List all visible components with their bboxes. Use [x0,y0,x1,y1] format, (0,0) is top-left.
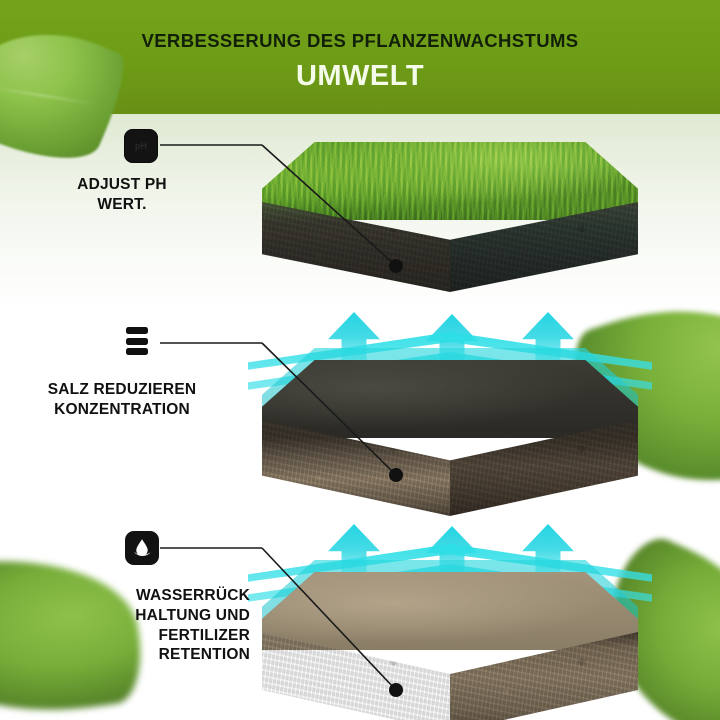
callout-line: KONZENTRATION [54,400,190,418]
callout-label-salt-reduction: SALZ REDUZIEREN KONZENTRATION [0,380,244,420]
callout-label-water-retention: WASSERRÜCK HALTUNG UND FERTILIZER RETENT… [0,586,250,665]
page-title: VERBESSERUNG DES PFLANZENWACHSTUMS [141,30,579,51]
layers-icon [126,327,148,355]
callout-line: WASSERRÜCK [136,587,250,604]
water-drop-icon [125,531,159,565]
page-subtitle: UMWELT [295,60,425,92]
soil-block-grass [250,142,650,292]
grass-texture-overlay [262,142,638,220]
ph-meter-icon: pH [124,129,158,163]
callout-line: ADJUST PH [77,176,167,193]
callout-label-adjust-ph: ADJUST PH WERT. [0,175,244,215]
soil-surface-top [262,360,638,438]
soil-block-sandy [250,572,650,720]
callout-line: RETENTION [158,646,250,664]
soil-block-dark [250,360,650,516]
callout-line: WERT. [97,195,147,213]
callout-line: SALZ REDUZIEREN [47,381,197,398]
callout-line: FERTILIZER [158,626,250,644]
soil-surface-top [262,572,638,650]
callout-line: HALTUNG UND [135,606,250,624]
